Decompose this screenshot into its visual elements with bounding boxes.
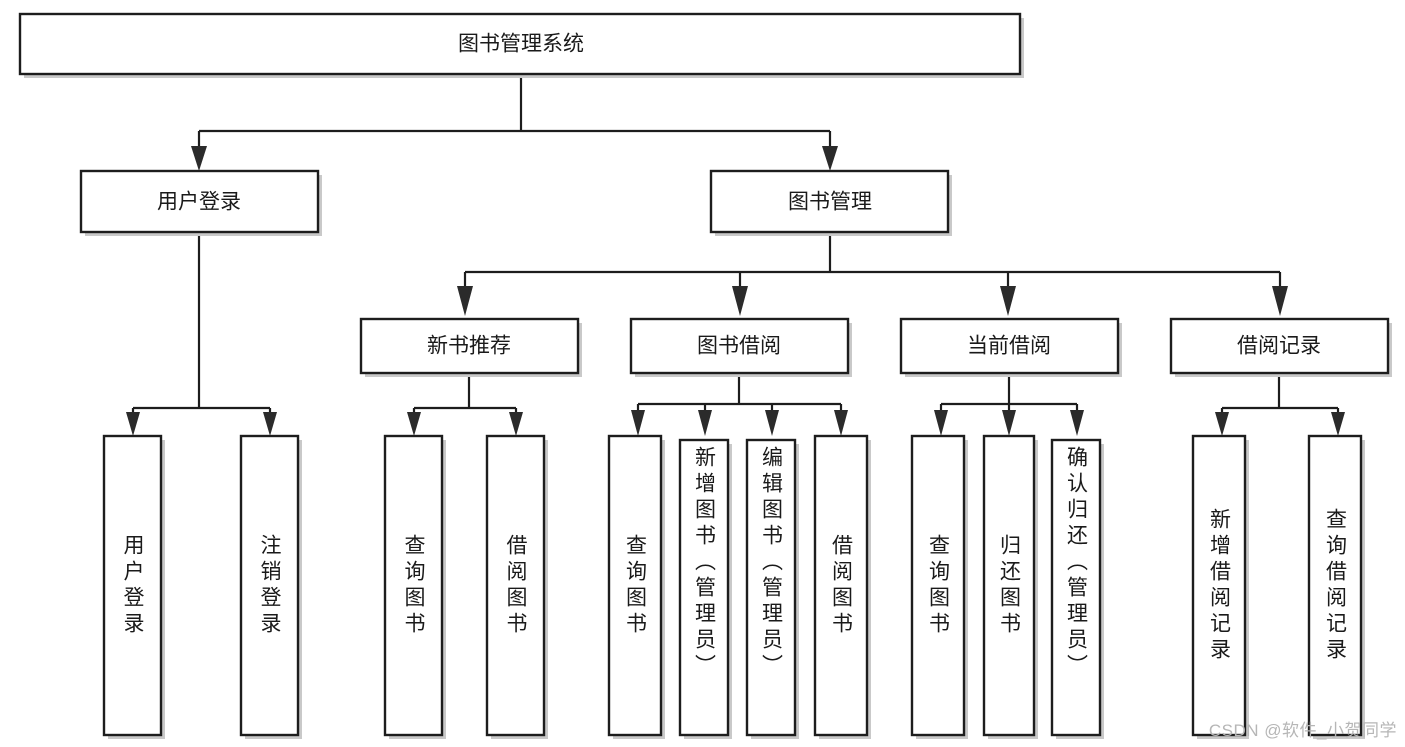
- current-borrow-box[interactable]: [899, 317, 1120, 375]
- arrowhead-cb-return: [1002, 410, 1016, 436]
- book-manage-label: 图书管理: [788, 191, 872, 214]
- arrowhead-bb-query: [631, 410, 645, 436]
- node-root[interactable]: 图书管理系统: [18, 12, 1024, 78]
- borrow-record-box[interactable]: [1169, 317, 1390, 375]
- leaf-box-bb-query[interactable]: [607, 434, 663, 737]
- leaf-box-user-login[interactable]: [102, 434, 163, 737]
- arrowhead-bookborrow: [732, 286, 748, 316]
- connectors-currentborrow-to-leaves: [934, 377, 1084, 436]
- arrowhead-cb-confirm: [1070, 410, 1084, 436]
- leaf-box-br-add[interactable]: [1191, 434, 1247, 737]
- arrowhead-bb-borrow: [834, 410, 848, 436]
- leaf-box-bb-edit[interactable]: [745, 438, 797, 737]
- user-login-box[interactable]: [79, 169, 320, 234]
- arrowhead-br-add: [1215, 412, 1229, 436]
- arrowhead-borrowrecord: [1272, 286, 1288, 316]
- arrowhead-user-login: [191, 146, 207, 171]
- leaf-box-cb-return[interactable]: [982, 434, 1036, 737]
- arrowhead-currentborrow: [1000, 286, 1016, 316]
- new-book-label: 新书推荐: [427, 335, 511, 358]
- leaf-boxes: [102, 434, 1365, 739]
- node-borrow-record[interactable]: 借阅记录: [1169, 317, 1392, 377]
- leaf-box-cb-confirm[interactable]: [1050, 438, 1102, 737]
- node-book-borrow[interactable]: 图书借阅: [629, 317, 852, 377]
- leaf-box-nb-borrow[interactable]: [485, 434, 546, 737]
- connectors-root-to-level2: [191, 76, 838, 171]
- book-borrow-label: 图书借阅: [697, 335, 781, 358]
- arrowhead-br-query: [1331, 412, 1345, 436]
- node-book-manage[interactable]: 图书管理: [709, 169, 952, 236]
- arrowhead-bb-add: [698, 410, 712, 436]
- book-borrow-box[interactable]: [629, 317, 850, 375]
- arrowhead-book-manage: [822, 146, 838, 171]
- leaf-box-nb-query[interactable]: [383, 434, 444, 737]
- node-new-book-recommend[interactable]: 新书推荐: [359, 317, 582, 377]
- arrowhead-newbook-query: [407, 412, 421, 436]
- connectors-newbook-to-leaves: [407, 377, 523, 436]
- node-user-login[interactable]: 用户登录: [79, 169, 322, 236]
- leaf-box-bb-add[interactable]: [678, 438, 730, 737]
- user-login-label: 用户登录: [157, 191, 241, 214]
- leaf-box-bb-borrow[interactable]: [813, 434, 869, 737]
- arrowhead-bb-edit: [765, 410, 779, 436]
- connectors-userlogin-to-leaves: [126, 233, 277, 436]
- leaf-box-br-query[interactable]: [1307, 434, 1363, 737]
- arrowhead-cb-query: [934, 410, 948, 436]
- node-current-borrow[interactable]: 当前借阅: [899, 317, 1122, 377]
- new-book-box[interactable]: [359, 317, 580, 375]
- root-label: 图书管理系统: [458, 33, 584, 56]
- borrow-record-label: 借阅记录: [1237, 335, 1321, 358]
- connectors-borrowrecord-to-leaves: [1215, 377, 1345, 436]
- root-box[interactable]: [18, 12, 1022, 76]
- leaf-box-logout[interactable]: [239, 434, 300, 737]
- connectors-bookmanage-to-level3: [457, 233, 1288, 316]
- watermark-text: CSDN @软件_小贺同学: [1208, 721, 1397, 740]
- arrowhead-leaf-user-login: [126, 412, 140, 436]
- arrowhead-newbook-borrow: [509, 412, 523, 436]
- current-borrow-label: 当前借阅: [967, 335, 1051, 358]
- arrowhead-leaf-logout: [263, 412, 277, 436]
- arrowhead-newbook: [457, 286, 473, 316]
- leaf-box-cb-query[interactable]: [910, 434, 966, 737]
- book-manage-box[interactable]: [709, 169, 950, 234]
- connectors-bookborrow-to-leaves: [631, 377, 848, 436]
